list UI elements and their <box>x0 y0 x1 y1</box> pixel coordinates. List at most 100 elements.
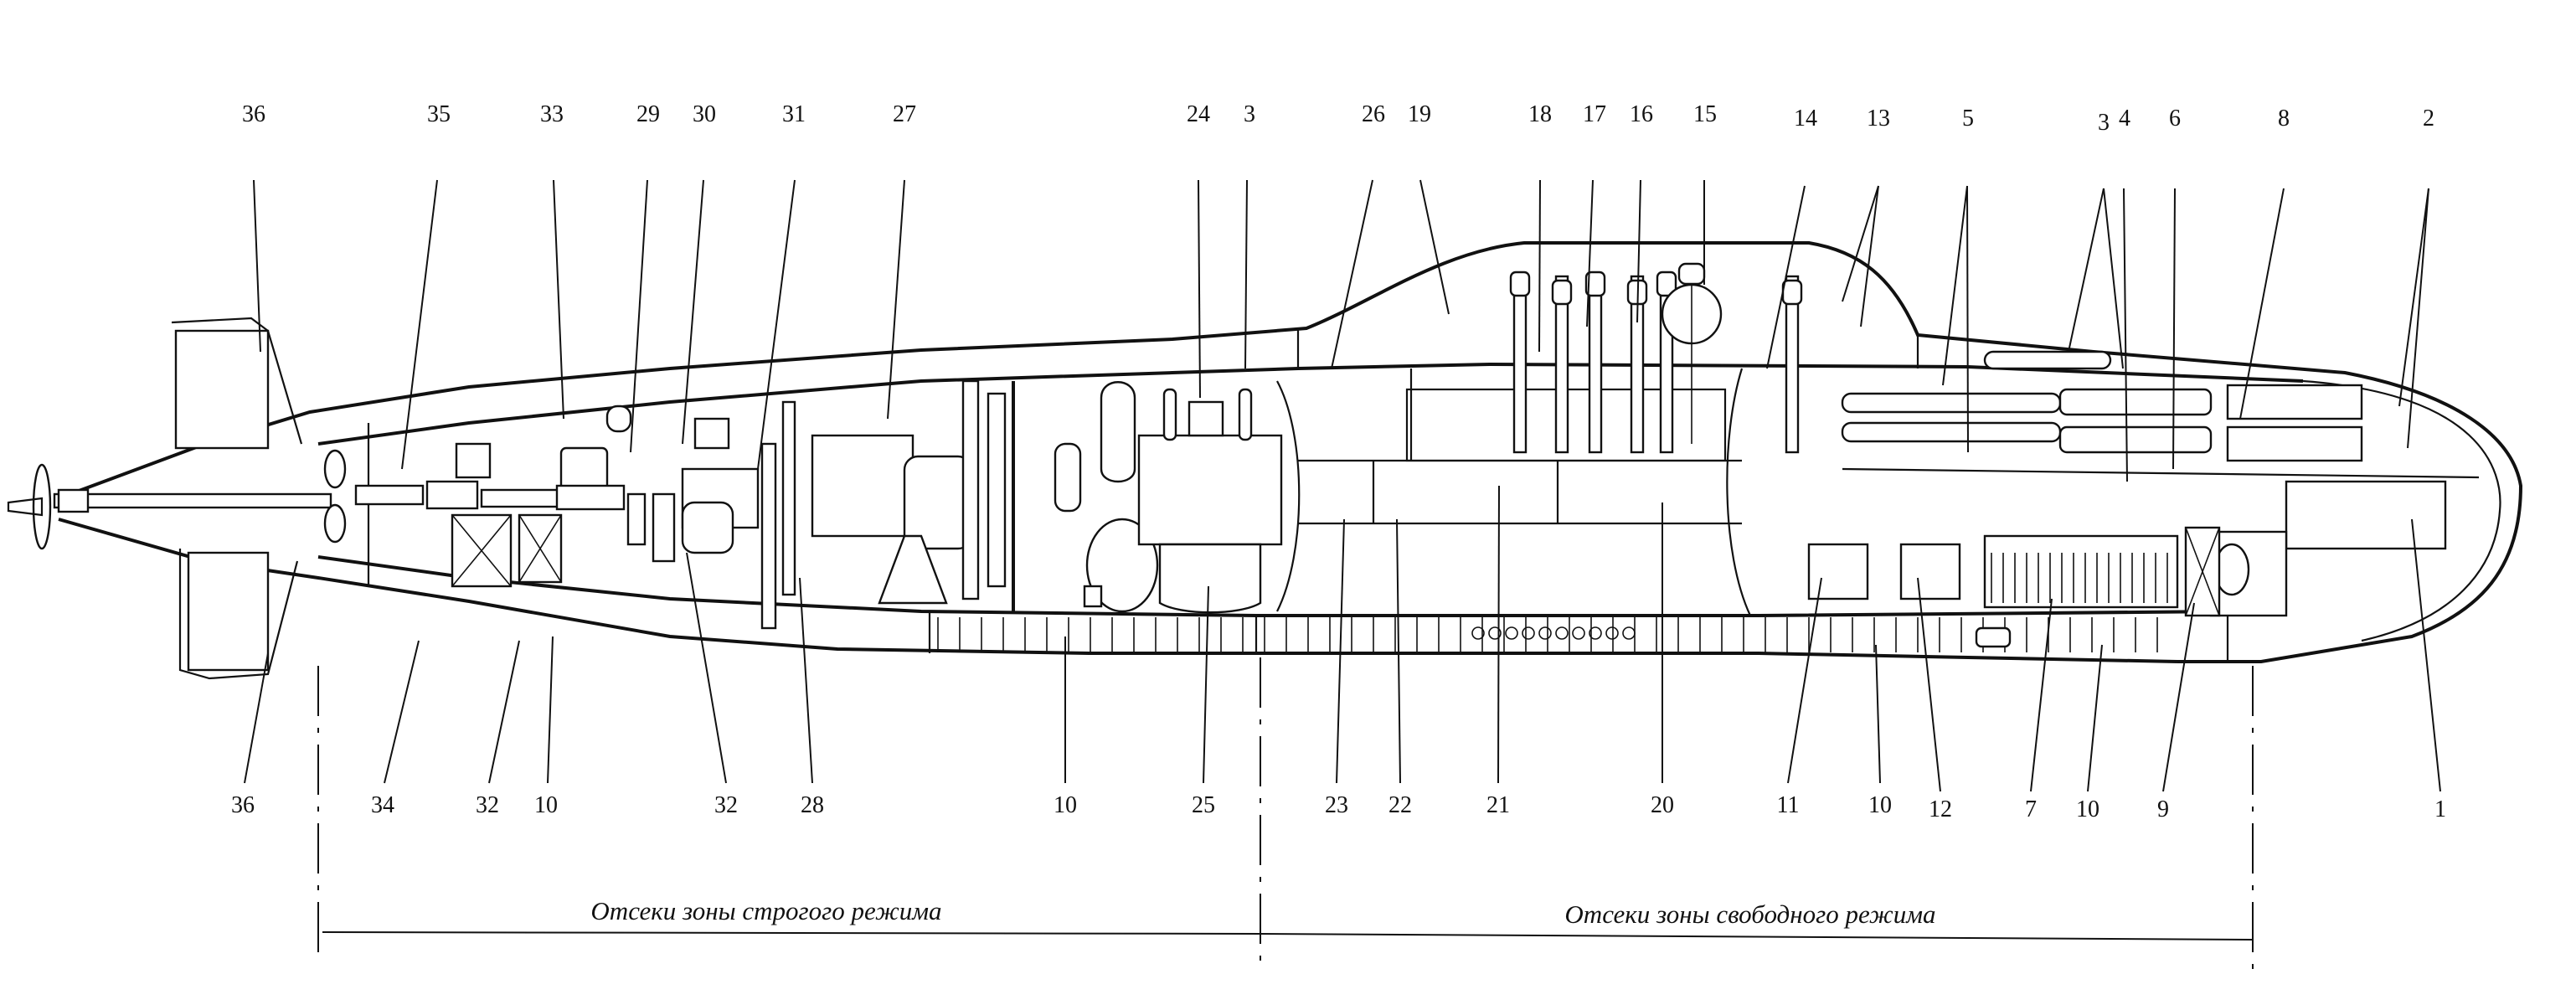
valve-column-2 <box>652 492 676 563</box>
callout-label-top: 3 <box>1244 101 1255 127</box>
mast-head <box>1656 271 1677 297</box>
keel-frames <box>937 617 2158 652</box>
battery-cells <box>1991 553 2168 603</box>
callout-label-top: 15 <box>1693 101 1717 127</box>
reactor-vessel <box>1158 543 1262 614</box>
callout-label-top: 33 <box>540 101 564 127</box>
callout-label-top: 31 <box>782 101 806 127</box>
callout-leader-line <box>1497 485 1500 784</box>
callout-label-bottom: 9 <box>2157 796 2169 822</box>
mast-head <box>1509 271 1531 297</box>
cabinet-1 <box>693 417 730 450</box>
control-rod-drive-1 <box>1162 388 1177 441</box>
callout-label-top: 6 <box>2169 106 2181 131</box>
sail-deck <box>1296 328 1919 368</box>
callout-leader-line <box>1636 179 1641 323</box>
callout-leader-line <box>2239 188 2285 420</box>
callout-label-bottom: 32 <box>476 792 499 818</box>
control-rod-drive-2 <box>1238 388 1253 441</box>
keel-port <box>1505 626 1518 640</box>
callout-leader-line <box>2407 188 2429 449</box>
callout-label-top: 29 <box>636 101 660 127</box>
turbine-block <box>903 455 973 550</box>
reduction-gear <box>555 484 626 511</box>
callout-label-bottom: 12 <box>1929 796 1952 822</box>
lower-fin-outline <box>178 549 299 680</box>
valve-column <box>626 492 647 546</box>
torpedo-upper-store <box>1983 350 2112 370</box>
torpedo-room <box>1807 350 2480 648</box>
keel-line <box>928 611 2229 662</box>
escape-hatch <box>1677 262 1706 286</box>
callout-leader-line <box>1244 179 1248 369</box>
callout-label-bottom: 10 <box>1868 792 1892 818</box>
keel-port <box>1589 626 1602 640</box>
crossed-small-box <box>1083 585 1103 608</box>
zone-free-label: Отсеки зоны свободного режима <box>1564 899 1935 929</box>
keel-port <box>1488 626 1502 640</box>
callout-leader-line <box>630 179 648 453</box>
callout-leader-line <box>887 179 905 420</box>
callout-label-top: 5 <box>1962 106 1974 131</box>
aux-pump <box>605 405 632 433</box>
aux-box <box>455 442 492 479</box>
callout-leader-line <box>682 179 704 445</box>
keel-port <box>1572 626 1585 640</box>
shaft-line-2 <box>480 488 563 508</box>
lower-rudder <box>187 551 270 672</box>
callout-label-top: 14 <box>1794 106 1817 131</box>
mast <box>1588 275 1603 454</box>
torpedo-tube-2 <box>2058 425 2213 454</box>
callout-leader-line <box>2030 598 2053 792</box>
central-compartment <box>1298 262 1803 616</box>
callout-leader-line <box>401 179 438 470</box>
torpedo-tube-forward-1 <box>2226 384 2363 420</box>
callout-label-top: 17 <box>1583 101 1606 127</box>
callout-leader-line <box>2172 188 2176 470</box>
bulkhead-pipe <box>961 379 980 600</box>
bulkhead-ladder <box>760 442 777 630</box>
callout-leader-line <box>1396 518 1401 784</box>
bulkhead-pipe-2 <box>987 392 1007 588</box>
callout-leader-line <box>547 636 554 784</box>
zone-strict-line <box>322 931 1261 935</box>
outer-hull-top <box>58 241 2523 663</box>
callout-label-bottom: 1 <box>2434 796 2446 822</box>
callout-leader-line <box>1860 185 1879 327</box>
callout-label-bottom: 10 <box>1054 792 1077 818</box>
callout-leader-line <box>2123 188 2128 482</box>
torpedo-2 <box>1841 421 2062 443</box>
callout-leader-line <box>2162 602 2195 792</box>
callout-leader-line <box>1586 179 1594 327</box>
callout-label-top: 30 <box>693 101 716 127</box>
reactor-upper-block <box>1137 434 1283 546</box>
torpedo-tube-1 <box>2058 388 2213 416</box>
propeller-shaft <box>53 492 332 509</box>
callout-label-top: 8 <box>2278 106 2290 131</box>
callout-label-bottom: 22 <box>1388 792 1412 818</box>
callout-leader-line <box>2411 518 2441 792</box>
callout-leader-line <box>553 179 564 420</box>
rod-cluster <box>1188 400 1224 437</box>
callout-label-bottom: 36 <box>231 792 255 818</box>
callout-label-bottom: 23 <box>1325 792 1348 818</box>
battery-bank <box>1983 534 2179 609</box>
mast <box>1554 275 1569 454</box>
callout-leader-line <box>1966 185 1969 453</box>
aux-machinery-2 <box>1899 543 1961 600</box>
steam-turbine-unit <box>811 434 914 538</box>
callout-leader-line <box>1942 185 1968 386</box>
callout-leader-line <box>1787 577 1822 784</box>
mast-head <box>1584 271 1606 297</box>
aux-machinery-1 <box>1807 543 1869 600</box>
callout-leader-line <box>1538 179 1541 353</box>
callout-label-top: 13 <box>1867 106 1890 131</box>
zone-strict-label: Отсеки зоны строгого режима <box>590 896 941 925</box>
callout-label-bottom: 28 <box>801 792 824 818</box>
mast <box>1630 275 1645 454</box>
callout-leader-line <box>1331 179 1373 369</box>
keel-port <box>1555 626 1569 640</box>
